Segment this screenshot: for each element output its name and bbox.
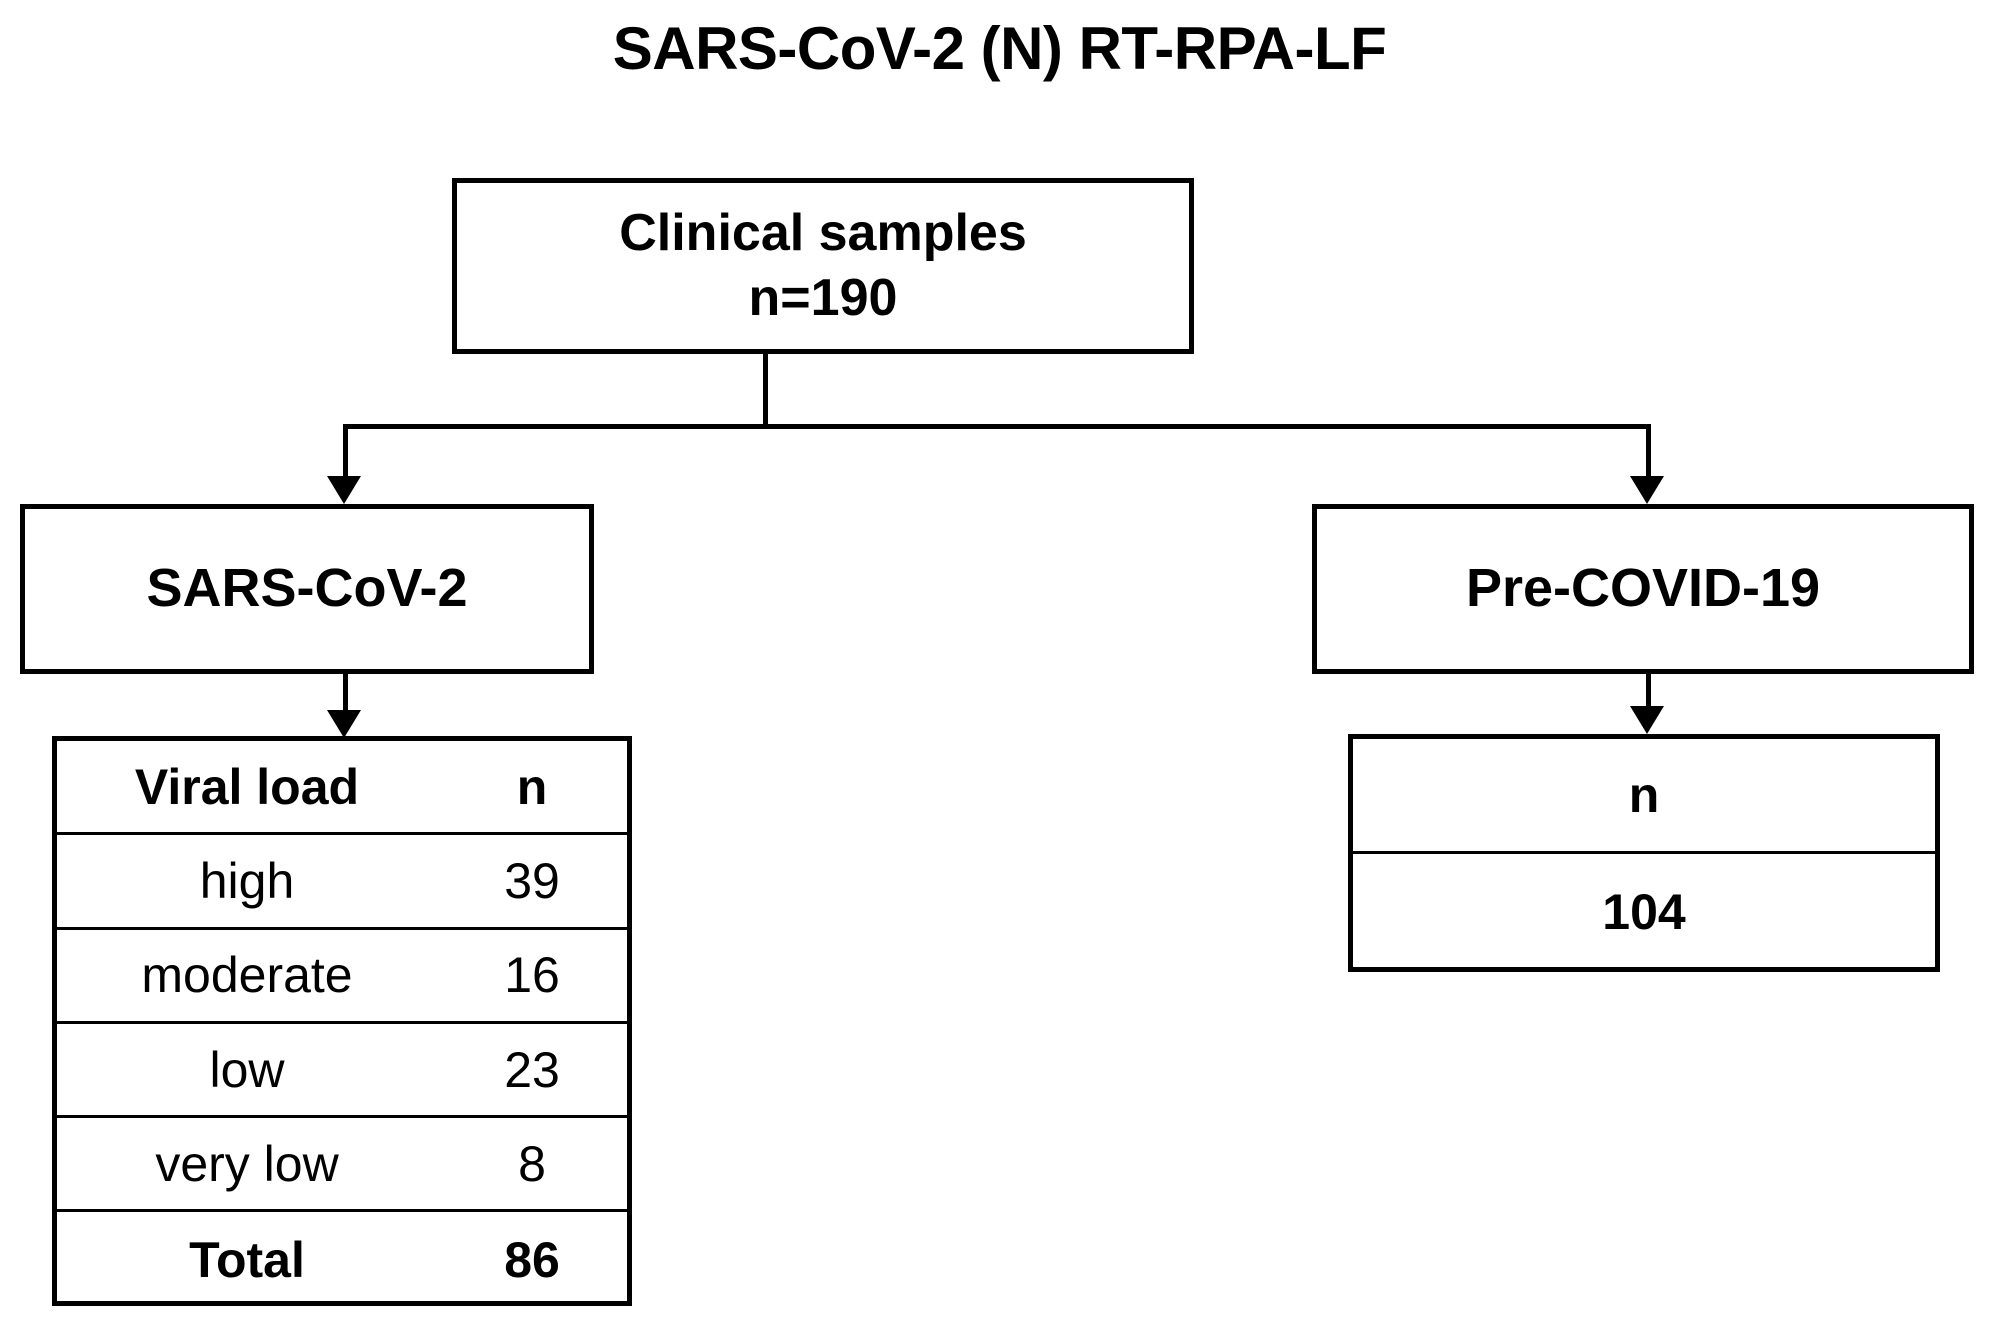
node-sars-cov-2-label: SARS-CoV-2 xyxy=(146,558,468,619)
connector-right-branch xyxy=(1646,424,1651,480)
table-row: very low 8 xyxy=(57,1118,627,1213)
arrow-down-icon-right-branch xyxy=(1630,476,1664,504)
arrow-down-icon-sars-to-table xyxy=(327,710,361,738)
connector-left-branch xyxy=(343,424,348,480)
viral-load-table: Viral load n high 39 moderate 16 low 23 … xyxy=(52,736,632,1306)
row-value-high: 39 xyxy=(504,852,560,909)
connector-split-bar xyxy=(345,424,1651,429)
node-sars-cov-2: SARS-CoV-2 xyxy=(20,504,594,674)
column-header-n-precovid: n xyxy=(1628,767,1660,823)
table-header-row: n xyxy=(1353,739,1935,854)
row-value-low: 23 xyxy=(504,1041,560,1098)
table-row: high 39 xyxy=(57,835,627,930)
table-header-row: Viral load n xyxy=(57,741,627,836)
node-pre-covid-19: Pre-COVID-19 xyxy=(1312,504,1974,674)
row-value-precovid-count: 104 xyxy=(1602,883,1686,940)
row-label-low: low xyxy=(209,1041,285,1098)
connector-sars-to-table xyxy=(343,674,348,714)
node-clinical-samples-count: n=190 xyxy=(748,269,898,327)
precovid-count-table: n 104 xyxy=(1348,734,1940,972)
connector-precovid-to-table xyxy=(1646,674,1651,710)
row-value-very-low: 8 xyxy=(518,1135,546,1192)
row-label-high: high xyxy=(199,852,295,909)
node-clinical-samples: Clinical samples n=190 xyxy=(452,178,1194,354)
table-total-row: Total 86 xyxy=(57,1212,627,1306)
row-label-total: Total xyxy=(189,1231,305,1288)
row-label-very-low: very low xyxy=(155,1135,339,1192)
row-value-total: 86 xyxy=(504,1231,560,1288)
column-header-viral-load: Viral load xyxy=(134,758,360,815)
row-label-moderate: moderate xyxy=(141,947,353,1004)
column-header-n: n xyxy=(516,758,548,815)
node-clinical-samples-label: Clinical samples xyxy=(619,203,1027,262)
table-row: 104 xyxy=(1353,854,1935,969)
page-title: SARS-CoV-2 (N) RT-RPA-LF xyxy=(612,15,1387,82)
table-row: moderate 16 xyxy=(57,930,627,1024)
row-value-moderate: 16 xyxy=(504,947,560,1004)
arrow-down-icon-left-branch xyxy=(327,476,361,504)
node-pre-covid-19-label: Pre-COVID-19 xyxy=(1465,558,1821,619)
table-row: low 23 xyxy=(57,1024,627,1119)
arrow-down-icon-precovid-to-table xyxy=(1630,706,1664,734)
connector-root-trunk xyxy=(763,354,768,428)
